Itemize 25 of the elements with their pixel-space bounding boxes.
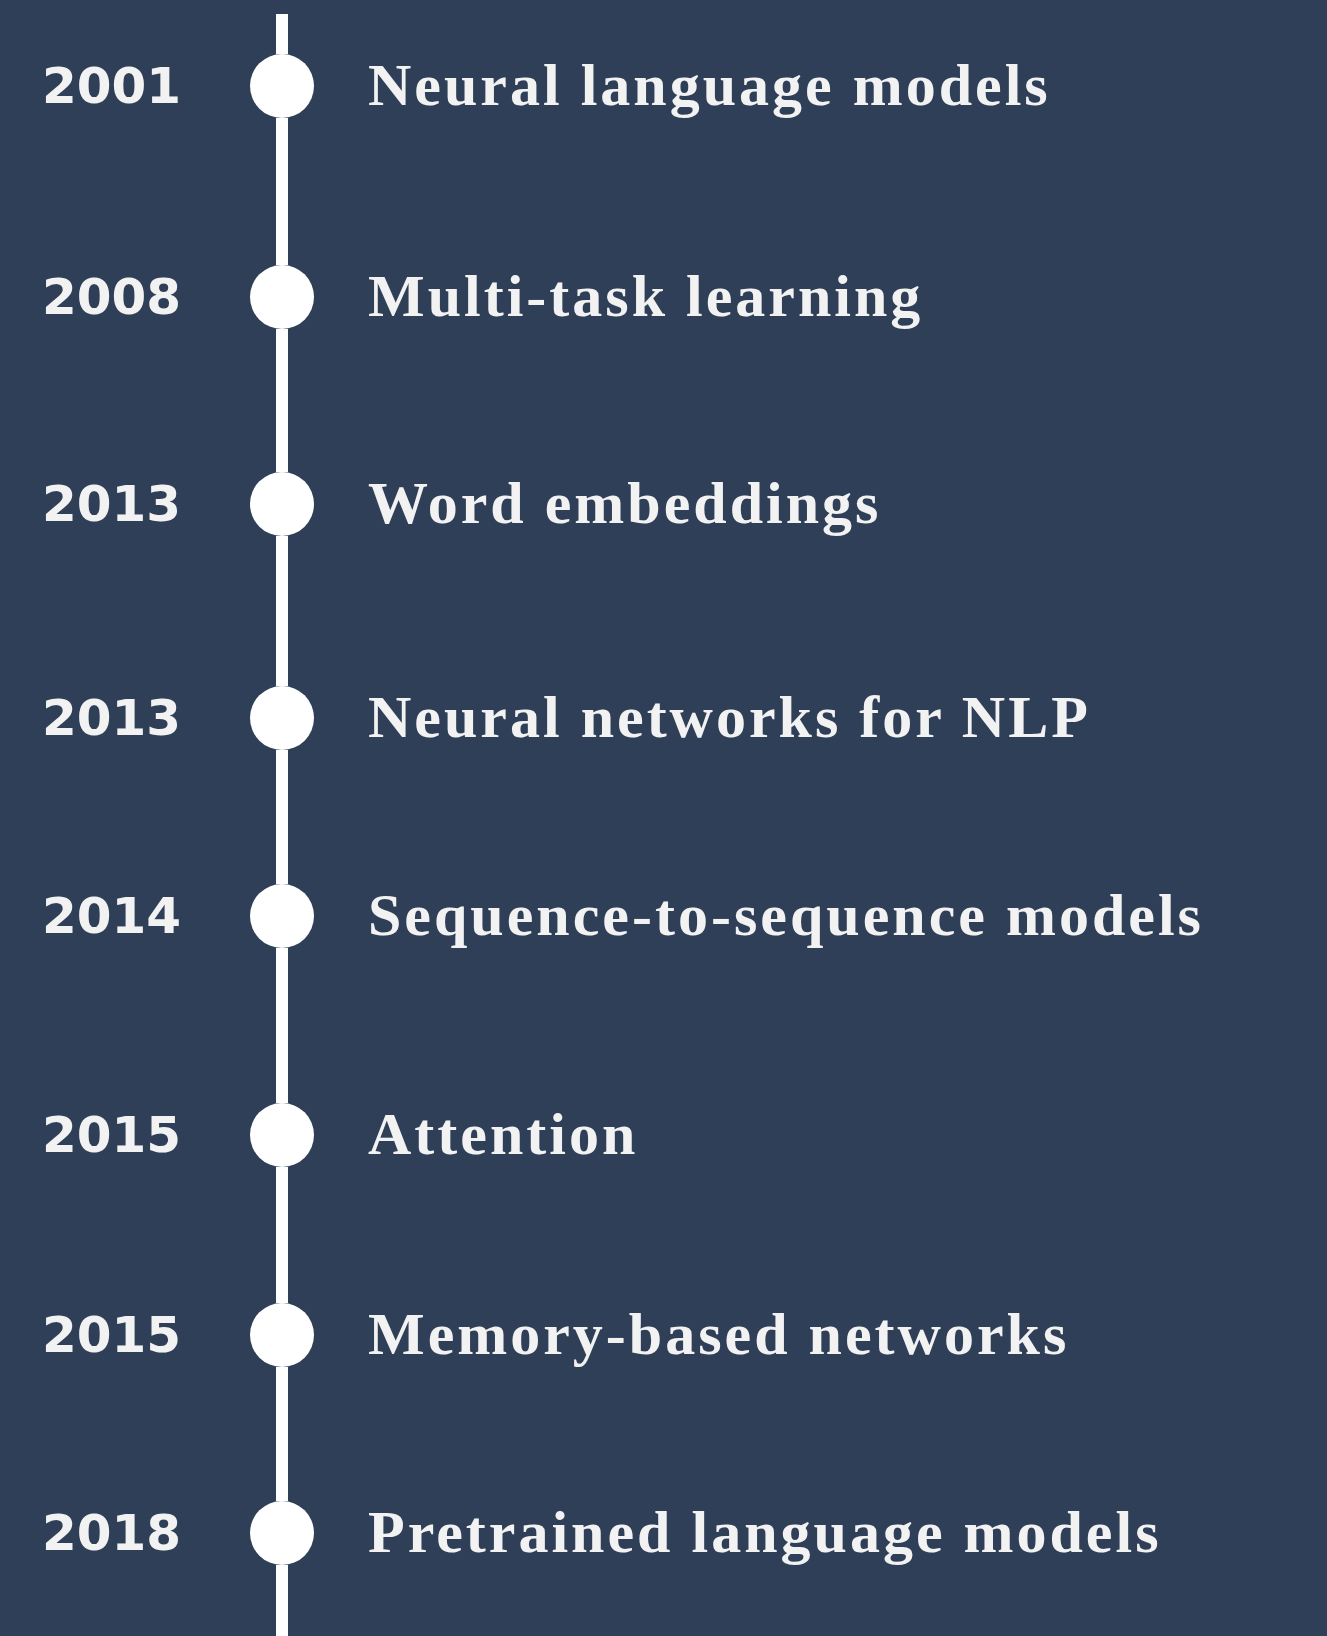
year-label: 2015 (42, 1305, 182, 1365)
year-label: 2015 (42, 1105, 182, 1165)
timeline-line (276, 750, 288, 884)
milestone-label: Memory-based networks (368, 1300, 1070, 1369)
year-label: 2008 (42, 267, 182, 327)
timeline-line (276, 1167, 288, 1303)
year-label: 2014 (42, 886, 182, 946)
timeline-line (276, 536, 288, 686)
milestone-label: Neural networks for NLP (368, 683, 1091, 752)
milestone-label: Sequence-to-sequence models (368, 881, 1204, 950)
year-label: 2018 (42, 1503, 182, 1563)
timeline-line (276, 948, 288, 1103)
timeline-line (276, 1565, 288, 1636)
milestone-label: Word embeddings (368, 469, 882, 538)
year-label: 2013 (42, 688, 182, 748)
year-label: 2001 (42, 56, 182, 116)
milestone-label: Multi-task learning (368, 262, 924, 331)
year-label: 2013 (42, 474, 182, 534)
timeline-line (276, 14, 288, 54)
milestone-label: Attention (368, 1100, 639, 1169)
milestone-label: Neural language models (368, 51, 1051, 120)
timeline-line (276, 118, 288, 265)
timeline-line (276, 1367, 288, 1501)
timeline-line (276, 329, 288, 472)
milestone-label: Pretrained language models (368, 1498, 1162, 1567)
